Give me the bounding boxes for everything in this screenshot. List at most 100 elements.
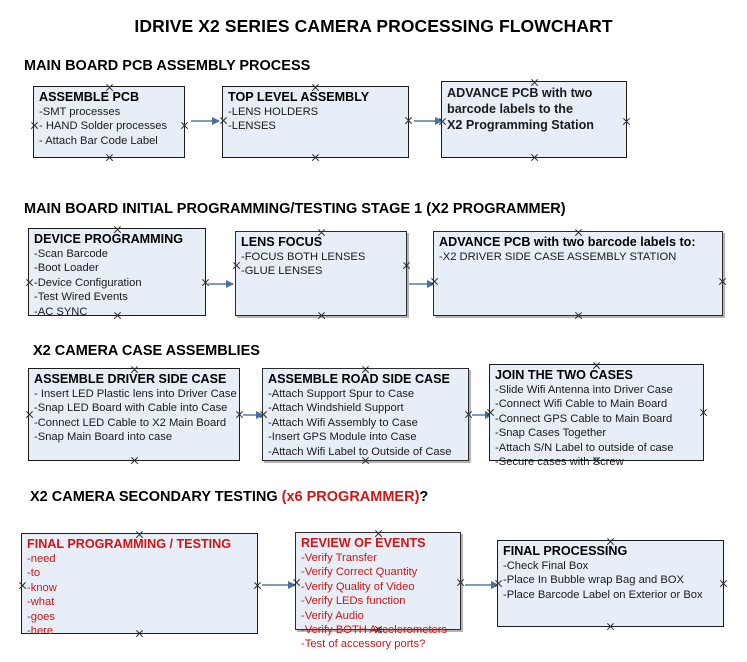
resize-handle-bottom[interactable] [311,153,320,162]
node-line: -know [27,581,57,594]
node-line: -Boot Loader [34,262,99,275]
node-line: -Attach Windshield Support [268,402,404,415]
connector-final-programming-to-review [262,580,296,589]
node-assemble-road-side-case[interactable]: ASSEMBLE ROAD SIDE CASE -Attach Support … [262,368,469,461]
connector-driver-case-to-road-case [243,410,264,419]
node-title: ASSEMBLE ROAD SIDE CASE [268,372,450,386]
resize-handle-left[interactable] [25,410,34,419]
resize-handle-right[interactable] [180,121,189,130]
resize-handle-right[interactable] [718,277,727,286]
resize-handle-right[interactable] [719,579,728,588]
node-title: ADVANCE PCB with two barcode labels to: [439,235,696,249]
resize-handle-bottom[interactable] [606,622,615,631]
node-line: -LENSES [228,120,276,133]
resize-handle-bottom[interactable] [530,153,539,162]
node-line: barcode labels to the [447,102,573,116]
node-lens-focus[interactable]: LENS FOCUS -FOCUS BOTH LENSES -GLUE LENS… [235,231,407,316]
node-title: TOP LEVEL ASSEMBLY [228,90,370,104]
node-line: ADVANCE PCB with two [447,86,593,100]
node-title: LENS FOCUS [241,235,323,249]
node-title: ASSEMBLE DRIVER SIDE CASE [34,372,227,386]
node-title: ASSEMBLE PCB [39,90,140,104]
node-line: -Snap Cases Together [495,427,607,440]
node-advance-pcb-programming-station[interactable]: ADVANCE PCB with two barcode labels to t… [441,81,627,158]
node-line: - HAND Solder processes [39,120,168,133]
node-line: - Attach Bar Code Label [39,134,158,147]
node-line: -Scan Barcode [34,248,109,260]
node-line: -Secure cases with Screw [495,456,624,469]
resize-handle-left[interactable] [18,581,27,590]
section-heading-accent: (x6 PROGRAMMER) [281,489,420,505]
node-line: -Attach Wifi Label to Outside of Case [268,445,452,458]
node-line: -Verify Correct Quantity [301,566,418,579]
node-line: -Connect LED Cable to X2 Main Board [34,416,227,429]
section-heading-tail: ? [419,489,429,505]
node-title: JOIN THE TWO CASES [495,368,633,382]
resize-handle-right[interactable] [404,116,413,125]
node-line: -SMT processes [39,106,121,118]
resize-handle-bottom[interactable] [130,456,139,465]
connector-lens-focus-to-advance-pcb [409,279,435,288]
node-line-overflow: -Test of accessory ports? [301,638,426,651]
node-assemble-pcb[interactable]: ASSEMBLE PCB -SMT processes - HAND Solde… [33,86,185,158]
node-line: -what [27,596,55,609]
resize-handle-right[interactable] [253,581,262,590]
node-line: -need [27,553,56,565]
node-line: -X2 DRIVER SIDE CASE ASSEMBLY STATION [439,251,677,263]
node-line: -Attach Wifi Assembly to Case [268,416,418,429]
node-final-processing[interactable]: FINAL PROCESSING -Check Final Box -Place… [497,540,724,627]
node-review-of-events[interactable]: REVIEW OF EVENTS -Verify Transfer -Verif… [295,532,461,650]
connector-assemble-pcb-to-top-level [191,116,220,125]
node-top-level-assembly[interactable]: TOP LEVEL ASSEMBLY -LENS HOLDERS -LENSES [222,86,409,158]
node-line: -here [27,625,54,638]
node-line: -FOCUS BOTH LENSES [241,251,366,263]
section-heading-initial-programming: MAIN BOARD INITIAL PROGRAMMING/TESTING S… [24,201,566,217]
node-title: FINAL PROGRAMMING / TESTING [27,537,232,551]
node-line: -goes [27,610,55,623]
section-heading-case-assemblies: X2 CAMERA CASE ASSEMBLIES [33,343,260,359]
page-title: IDRIVE X2 SERIES CAMERA PROCESSING FLOWC… [134,16,613,36]
node-join-the-two-cases[interactable]: JOIN THE TWO CASES -Slide Wifi Antenna i… [489,364,704,468]
node-line: -Attach S/N Label to outside of case [495,441,674,454]
resize-handle-right[interactable] [622,117,631,126]
node-line: -Place Barcode Label on Exterior or Box [503,588,703,601]
node-line: -Device Configuration [34,276,142,289]
resize-handle-bottom[interactable] [317,311,326,320]
node-title: FINAL PROCESSING [503,544,628,558]
node-line: -AC SYNC [34,305,88,318]
node-title: REVIEW OF EVENTS [301,536,426,550]
node-line: -Connect GPS Cable to Main Board [495,412,673,425]
resize-handle-left[interactable] [30,121,39,130]
node-advance-pcb-driver-side-station[interactable]: ADVANCE PCB with two barcode labels to: … [433,231,723,316]
resize-handle-left[interactable] [232,261,241,270]
node-line: X2 Programming Station [447,118,594,132]
node-line: -Insert GPS Module into Case [268,431,417,444]
node-line: - Insert LED Plastic lens into Driver Ca… [34,388,237,400]
section-heading-text: X2 CAMERA SECONDARY TESTING [30,489,282,505]
resize-handle-left[interactable] [25,278,34,287]
node-line: -Verify Audio [301,609,364,622]
connector-top-level-to-advance-pcb [414,116,443,125]
node-line: -Place In Bubble wrap Bag and BOX [503,574,684,587]
section-heading-secondary-testing: X2 CAMERA SECONDARY TESTING (x6 PROGRAMM… [30,489,428,505]
node-assemble-driver-side-case[interactable]: ASSEMBLE DRIVER SIDE CASE - Insert LED P… [28,368,240,461]
resize-handle-right[interactable] [456,578,465,587]
node-line: -to [27,567,41,580]
node-line: -Verify Quality of Video [301,580,415,593]
node-line: -Attach Support Spur to Case [268,388,415,400]
node-line: -Test Wired Events [34,291,128,304]
node-line: -Verify Transfer [301,552,377,564]
resize-handle-right[interactable] [402,261,411,270]
connector-device-programming-to-lens-focus [208,279,234,288]
resize-handle-bottom[interactable] [105,153,114,162]
node-line: -Snap Main Board into case [34,431,173,444]
node-device-programming[interactable]: DEVICE PROGRAMMING -Scan Barcode -Boot L… [25,228,206,318]
resize-handle-right[interactable] [699,408,708,417]
section-heading-pcb-assembly: MAIN BOARD PCB ASSEMBLY PROCESS [24,58,311,74]
node-final-programming-testing[interactable]: FINAL PROGRAMMING / TESTING -need -to -k… [18,533,258,637]
node-line: -Connect Wifi Cable to Main Board [495,398,668,411]
node-line: -Verify BOTH Accelerometers [301,624,448,637]
resize-handle-bottom[interactable] [574,311,583,320]
node-line: -Snap LED Board with Cable into Case [34,402,228,415]
